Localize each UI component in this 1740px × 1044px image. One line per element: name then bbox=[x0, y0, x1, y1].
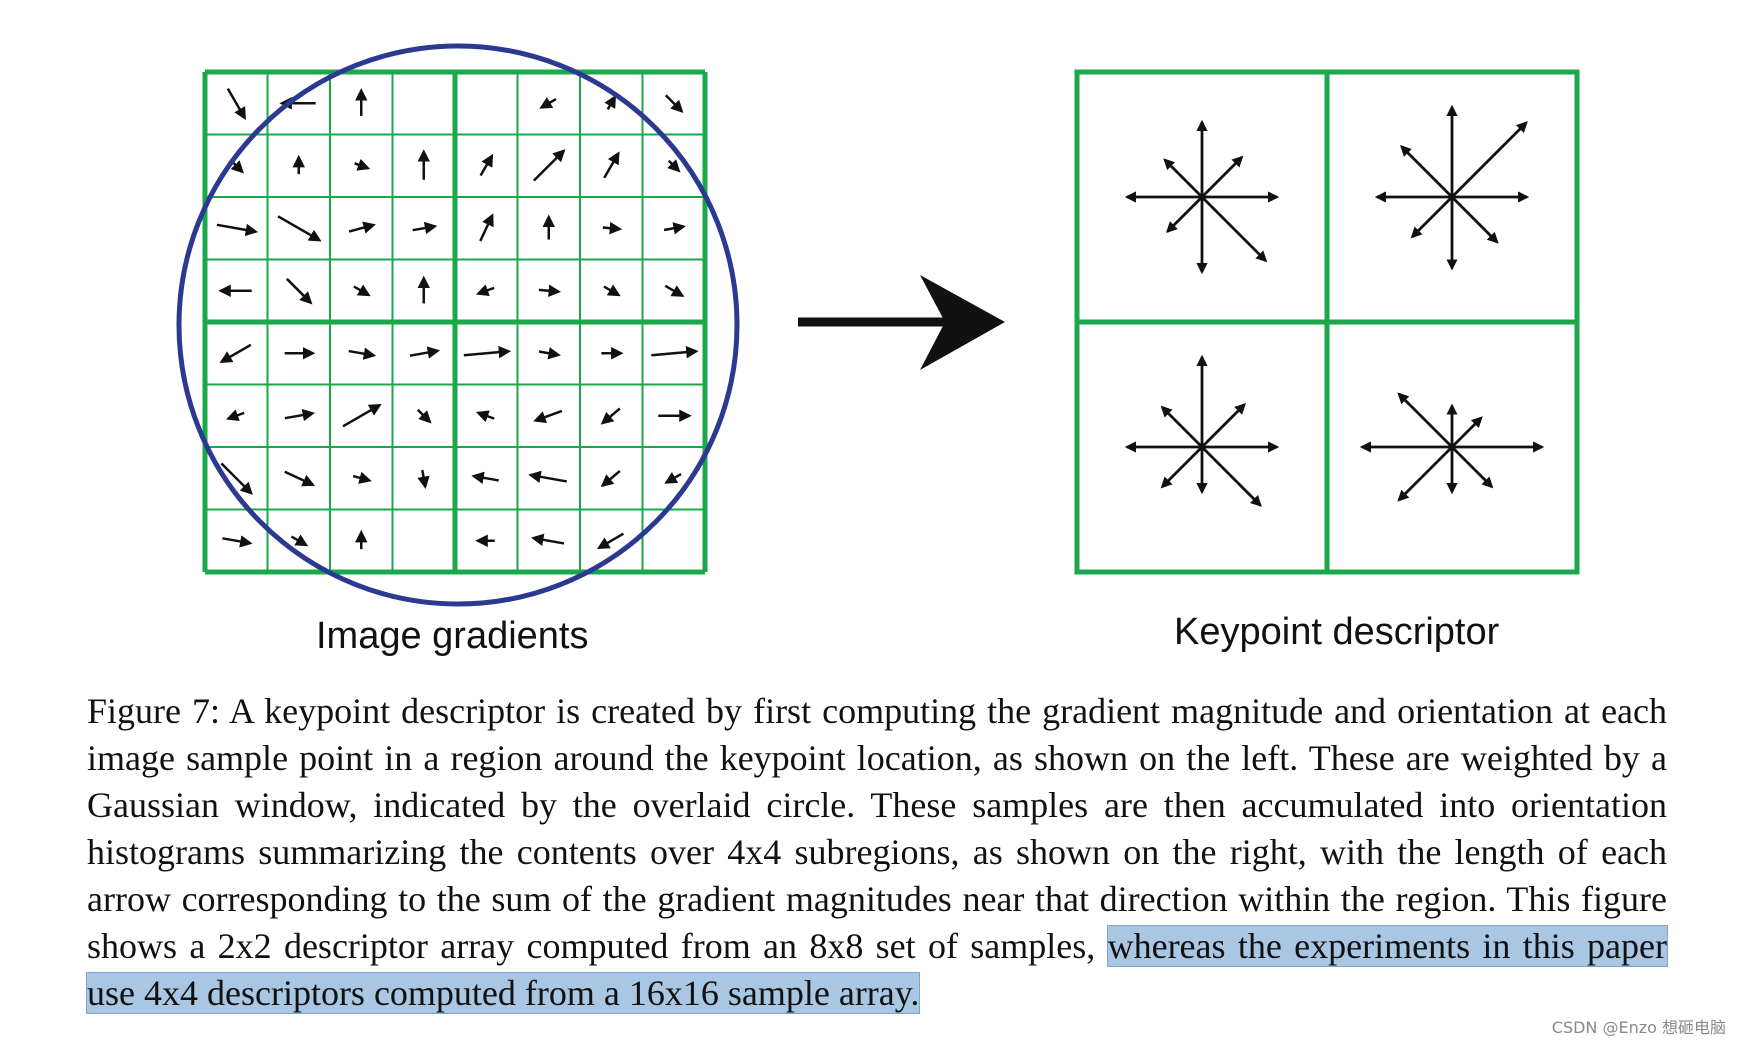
gradient-arrow bbox=[533, 409, 563, 424]
histogram-arrow bbox=[1201, 155, 1244, 198]
gradient-arrow bbox=[412, 221, 438, 235]
gradient-arrow bbox=[596, 532, 625, 550]
gradient-arrow bbox=[664, 284, 685, 297]
gradient-arrow bbox=[342, 403, 382, 428]
histogram-arrow bbox=[1397, 392, 1453, 448]
image-gradients-label: Image gradients bbox=[316, 615, 589, 657]
gradient-arrow bbox=[475, 284, 495, 297]
gradient-arrow bbox=[538, 284, 562, 297]
gradient-arrow bbox=[348, 221, 376, 234]
histogram-arrow bbox=[1410, 196, 1453, 239]
gradient-arrow bbox=[471, 471, 499, 484]
gradient-arrow bbox=[216, 223, 259, 237]
gradient-arrows bbox=[216, 88, 699, 550]
gradient-arrow bbox=[532, 149, 566, 182]
gradient-arrow bbox=[290, 534, 309, 547]
gradient-arrow bbox=[219, 343, 252, 363]
gradient-arrow bbox=[353, 284, 371, 297]
histogram-arrow bbox=[1201, 402, 1247, 448]
gradient-arrow bbox=[600, 470, 621, 488]
gradient-arrow bbox=[284, 408, 316, 422]
gradient-arrow bbox=[664, 94, 684, 113]
gradient-arrow bbox=[528, 470, 567, 483]
caption-text: Figure 7: A keypoint descriptor is creat… bbox=[87, 691, 1667, 966]
gradient-arrow bbox=[603, 284, 621, 297]
gradient-arrow bbox=[479, 213, 494, 242]
histogram-arrow bbox=[1163, 158, 1203, 198]
gradient-arrow bbox=[225, 409, 245, 422]
gradient-arrow bbox=[220, 462, 253, 495]
gradient-arrow bbox=[416, 408, 432, 424]
histogram-arrow bbox=[1451, 446, 1494, 489]
histogram-arrow bbox=[1451, 416, 1483, 448]
gradient-arrow bbox=[354, 158, 371, 171]
gradient-grid bbox=[202, 69, 708, 575]
transition-arrow bbox=[798, 275, 1005, 370]
histogram-arrow bbox=[1201, 196, 1268, 263]
gradient-arrow bbox=[284, 470, 316, 487]
histogram-arrow bbox=[1397, 446, 1453, 502]
descriptor-histograms bbox=[1124, 104, 1545, 507]
gradient-arrow bbox=[667, 159, 681, 173]
gradient-arrow bbox=[475, 410, 495, 423]
gradient-arrow bbox=[600, 407, 621, 425]
gradient-arrow bbox=[603, 151, 620, 179]
gradient-arrow bbox=[226, 88, 246, 121]
watermark: CSDN @Enzo 想砸电脑 bbox=[1551, 1018, 1726, 1037]
gradient-arrow bbox=[352, 471, 372, 484]
histogram-arrow bbox=[1160, 446, 1203, 489]
gradient-arrow bbox=[539, 97, 557, 109]
gradient-arrow bbox=[222, 535, 253, 548]
gradient-arrow bbox=[604, 94, 617, 110]
keypoint-descriptor-label: Keypoint descriptor bbox=[1174, 611, 1500, 653]
gaussian-window-circle bbox=[176, 43, 740, 607]
histogram-arrow bbox=[1451, 196, 1499, 244]
histogram-arrow bbox=[1201, 446, 1262, 507]
gradient-arrow bbox=[417, 469, 430, 490]
gradient-arrow bbox=[409, 346, 441, 359]
gradient-arrow bbox=[538, 347, 561, 360]
figure-caption: Figure 7: A keypoint descriptor is creat… bbox=[85, 688, 1669, 1017]
gradient-arrow bbox=[651, 345, 699, 359]
gradient-arrow bbox=[664, 472, 682, 484]
gradient-arrow bbox=[348, 347, 377, 360]
histogram-arrow bbox=[1400, 145, 1453, 198]
gradient-arrow bbox=[531, 533, 565, 546]
histogram-arrow bbox=[1451, 121, 1528, 198]
gradient-arrow bbox=[285, 277, 313, 305]
figure-graphic bbox=[176, 43, 1580, 607]
descriptor-grid bbox=[1074, 69, 1580, 575]
gradient-arrow bbox=[479, 153, 494, 177]
histogram-arrow bbox=[1160, 405, 1203, 448]
gradient-arrow bbox=[277, 215, 322, 242]
gradient-arrow bbox=[602, 221, 623, 235]
histogram-arrow bbox=[1165, 196, 1203, 234]
gradient-arrow bbox=[663, 222, 686, 235]
gradient-arrow bbox=[463, 345, 512, 359]
